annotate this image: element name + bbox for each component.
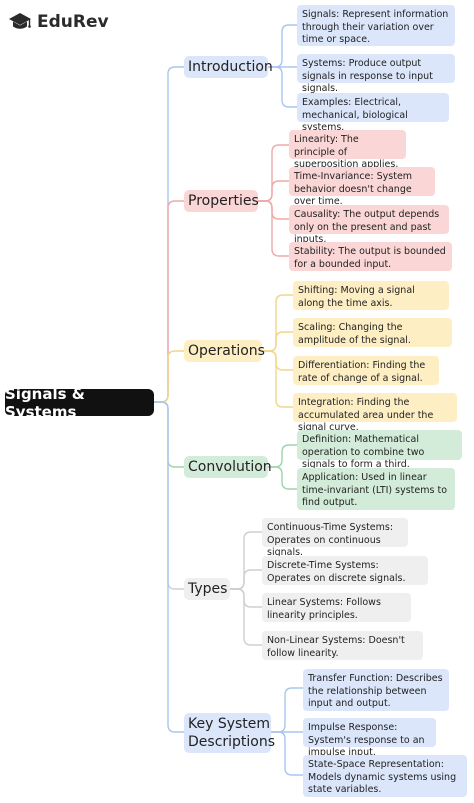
connector-root-introduction	[154, 66, 184, 403]
leaf-time-invariance: Time-Invariance: System behavior doesn't…	[289, 167, 435, 207]
leaf-application: Application: Used in linear time-invaria…	[297, 468, 455, 510]
leaf-state-space: State-Space Representation: Models dynam…	[303, 755, 467, 797]
connector-convolution-leaf	[268, 444, 297, 468]
leaf-transfer-function: Transfer Function: Describes the relatio…	[303, 669, 449, 711]
branch-introduction: Introduction	[184, 56, 273, 78]
brand-logo: EduRev	[8, 8, 109, 36]
connector-introduction-leaf	[268, 66, 297, 108]
connector-key-system-leaf	[271, 731, 303, 776]
branch-key-system-descriptions: Key System Descriptions	[184, 713, 275, 753]
leaf-discrete-time: Discrete-Time Systems: Operates on discr…	[262, 556, 428, 585]
leaf-continuous-time: Continuous-Time Systems: Operates on con…	[262, 518, 408, 558]
connector-operations-leaf	[262, 331, 293, 352]
leaf-linearity: Linearity: The principle of superpositio…	[289, 130, 406, 170]
connector-operations-leaf	[262, 294, 293, 352]
connector-operations-leaf	[262, 350, 293, 408]
leaf-systems: Systems: Produce output signals in respo…	[297, 54, 455, 94]
branch-types: Types	[184, 578, 230, 600]
leaf-causality: Causality: The output depends only on th…	[289, 205, 449, 245]
branch-operations: Operations	[184, 340, 265, 362]
leaf-definition: Definition: Mathematical operation to co…	[297, 430, 462, 470]
branch-properties: Properties	[184, 190, 259, 212]
leaf-non-linear-systems: Non-Linear Systems: Doesn't follow linea…	[262, 631, 423, 660]
leaf-differentiation: Differentiation: Finding the rate of cha…	[293, 356, 439, 385]
connector-root-types	[154, 401, 184, 590]
leaf-stability: Stability: The output is bounded for a b…	[289, 242, 452, 271]
branch-convolution: Convolution	[184, 456, 272, 478]
connector-properties-leaf	[258, 180, 289, 202]
root-node: Signals & Systems	[5, 385, 154, 421]
connector-properties-leaf	[258, 144, 289, 202]
leaf-integration: Integration: Finding the accumulated are…	[293, 393, 457, 433]
connector-properties-leaf	[258, 200, 289, 220]
connector-properties-leaf	[258, 200, 289, 257]
connector-root-convolution	[154, 401, 184, 468]
connector-root-key-system	[154, 401, 184, 733]
leaf-scaling: Scaling: Changing the amplitude of the s…	[293, 318, 452, 347]
brand-name: EduRev	[37, 12, 109, 32]
connector-root-properties	[154, 200, 184, 403]
leaf-signals: Signals: Represent information through t…	[297, 5, 455, 46]
connector-types-leaf	[230, 569, 262, 590]
connector-operations-leaf	[262, 350, 293, 371]
graduation-cap-icon	[9, 13, 31, 29]
connector-root-operations	[154, 350, 184, 403]
leaf-shifting: Shifting: Moving a signal along the time…	[293, 281, 449, 310]
leaf-linear-systems: Linear Systems: Follows linearity princi…	[262, 593, 411, 622]
leaf-impulse-response: Impulse Response: System's response to a…	[303, 718, 436, 758]
connector-convolution-leaf	[268, 466, 297, 490]
connector-types-leaf	[230, 531, 262, 590]
leaf-examples: Examples: Electrical, mechanical, biolog…	[297, 93, 449, 133]
connector-key-system-leaf	[271, 687, 303, 733]
connector-types-leaf	[230, 588, 262, 646]
connector-types-leaf	[230, 588, 262, 608]
